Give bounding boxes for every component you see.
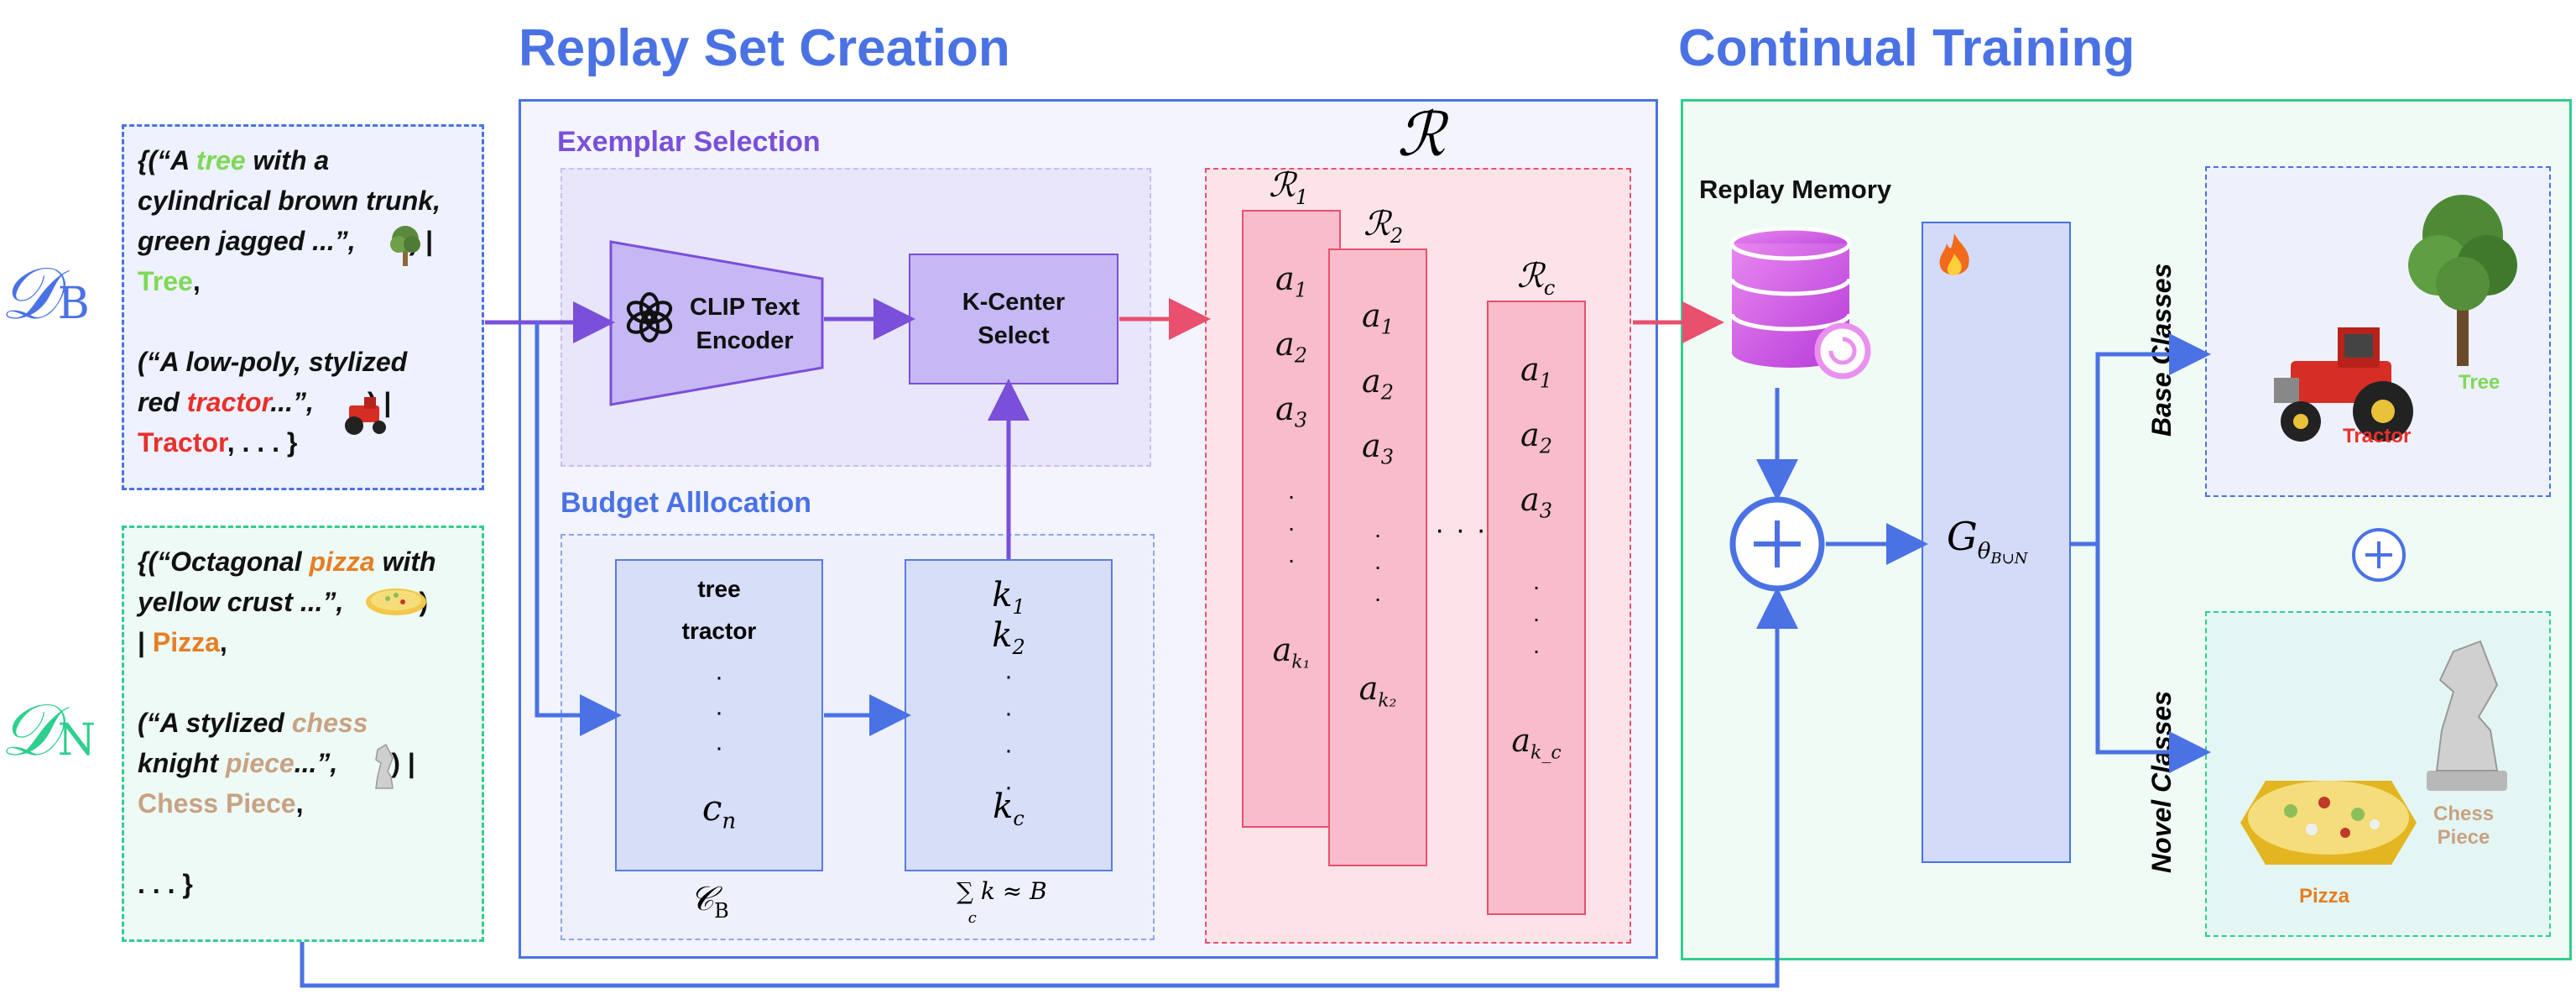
rc-dots: ··· — [1532, 573, 1541, 663]
rc-item-1: a1 — [1520, 351, 1552, 393]
openai-logo-icon — [626, 292, 673, 343]
rc-item-3: a3 — [1520, 481, 1552, 523]
budget-list-dots: ···· — [1004, 662, 1013, 801]
chess-render-icon — [2427, 640, 2507, 791]
r2-item-3: a3 — [1362, 427, 1394, 469]
r1-item-1: a1 — [1275, 260, 1307, 302]
rc-item-2: a2 — [1520, 416, 1552, 458]
class-item-tree: tree — [697, 576, 741, 602]
class-item-cn: cn — [701, 787, 737, 834]
budget-k1: k1 — [992, 576, 1025, 619]
tractor-render-icon — [2274, 327, 2413, 442]
generator-box: GθB∪N — [1922, 222, 2071, 863]
chess-thumbnail-icon — [375, 743, 394, 789]
replay-set-symbol: ℛ — [1397, 99, 1446, 170]
replay-set-1-label: ℛ1 — [1269, 166, 1309, 209]
r1-dots: ··· — [1287, 483, 1296, 573]
pizza-thumbnail-icon — [366, 588, 426, 615]
replay-sets-ellipsis: · · · — [1435, 514, 1488, 546]
class-list-box: tree tractor ··· cn — [615, 559, 823, 871]
dataset-base-label: 𝒟B — [0, 252, 90, 336]
r2-dots: ··· — [1374, 521, 1382, 611]
replay-set-c-column: a1 a2 a3 ··· ak_c — [1487, 301, 1586, 915]
continual-training-title: Continual Training — [1678, 19, 2135, 77]
tractor-thumbnail-icon — [345, 397, 386, 435]
class-item-tractor: tractor — [681, 618, 757, 644]
r2-item-2: a2 — [1362, 362, 1394, 405]
novel-dataset-text: {(“Octagonal pizza with yellow crust ...… — [138, 547, 436, 899]
novel-dataset-box: {(“Octagonal pizza with yellow crust ...… — [122, 526, 484, 942]
class-list-dots: ··· — [715, 663, 723, 761]
budget-list-box: k1 k2 ···· kc — [905, 559, 1113, 871]
r1-item-last: ak₁ — [1272, 631, 1311, 673]
dataset-novel-label: 𝒟N — [0, 688, 96, 772]
clip-encoder-shape — [609, 240, 824, 406]
r1-item-3: a3 — [1275, 390, 1307, 432]
tree-thumbnail-icon — [390, 226, 420, 266]
budget-sum-caption: ∑ k ≈ B c — [957, 877, 1047, 928]
replay-set-2-label: ℛ2 — [1364, 205, 1404, 248]
replay-set-1-column: a1 a2 a3 ··· ak₁ — [1242, 210, 1341, 828]
tree-render-icon — [2408, 195, 2517, 366]
r2-item-last: ak₂ — [1358, 670, 1397, 712]
rc-item-last: ak_c — [1511, 722, 1562, 764]
tree-output-label: Tree — [2459, 371, 2500, 394]
budget-allocation-title: Budget Alllocation — [561, 487, 812, 519]
fire-icon — [1939, 233, 1969, 275]
budget-k2: k2 — [992, 616, 1025, 659]
outputs-plus-icon — [2352, 528, 2406, 582]
replay-set-c-label: ℛc — [1517, 257, 1556, 300]
replay-set-2-column: a1 a2 a3 ··· ak₂ — [1328, 248, 1427, 866]
exemplar-selection-title: Exemplar Selection — [557, 126, 821, 158]
replay-memory-label: Replay Memory — [1699, 175, 1892, 204]
pizza-render-icon — [2240, 781, 2417, 865]
generator-symbol: GθB∪N — [1947, 514, 2028, 568]
base-dataset-box: {(“A tree with a cylindrical brown trunk… — [122, 124, 484, 490]
budget-kc: kc — [993, 787, 1025, 830]
r1-item-2: a2 — [1275, 325, 1307, 368]
database-icon — [1729, 227, 1871, 379]
pizza-output-label: Pizza — [2299, 885, 2350, 907]
tractor-output-label: Tractor — [2343, 425, 2412, 447]
class-set-caption: 𝒞B — [690, 880, 729, 923]
r2-item-1: a1 — [1362, 297, 1394, 339]
replay-set-creation-title: Replay Set Creation — [519, 19, 1010, 77]
